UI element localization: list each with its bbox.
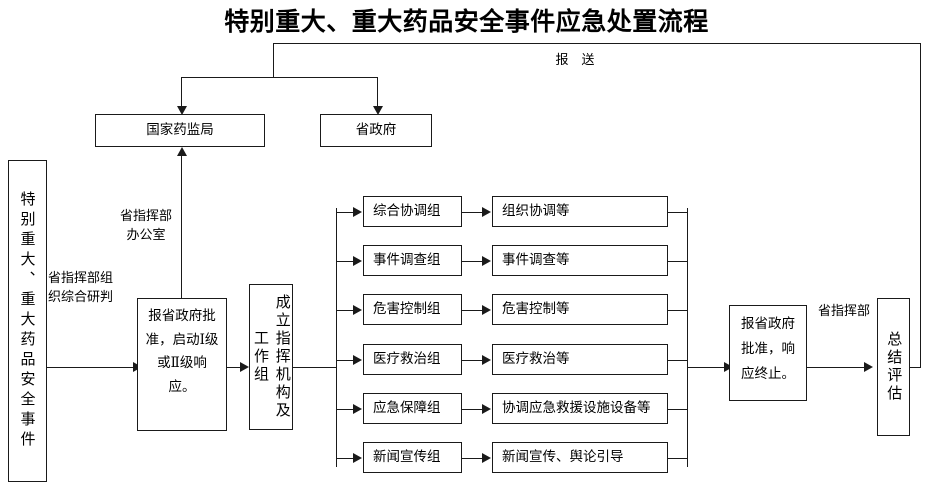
edge-label-hq-right: 省指挥部 [817, 304, 870, 319]
node-group-1[interactable]: 综合协调组 [363, 196, 462, 227]
arrow-right-action [482, 404, 491, 414]
node-report-end[interactable]: 报省政府批准，响应终止。 [729, 305, 807, 401]
arrow-right-action [482, 207, 491, 217]
edge-bus-to-group [336, 360, 353, 361]
report-route-vertical-drop [273, 43, 274, 78]
arrow-right-group [353, 404, 362, 414]
node-action-5[interactable]: 协调应急救援设施设备等 [492, 393, 668, 424]
edge-action-to-bus [668, 310, 688, 311]
node-national-mpa[interactable]: 国家药监局 [95, 114, 265, 147]
arrow-right-report-end [724, 362, 733, 372]
edge-group-to-action [462, 310, 482, 311]
node-group-5[interactable]: 应急保障组 [363, 393, 462, 424]
arrow-down-national-mpa [177, 106, 187, 115]
node-action-3[interactable]: 危害控制等 [492, 294, 668, 325]
edge-action-to-bus [668, 409, 688, 410]
arrow-right-action [482, 355, 491, 365]
edge-report-end-to-summary [807, 367, 868, 368]
edge-group-to-action [462, 212, 482, 213]
edge-bus-to-group [336, 458, 353, 459]
node-action-2[interactable]: 事件调查等 [492, 245, 668, 276]
edge-bus-to-group [336, 212, 353, 213]
node-source-event[interactable]: 特别重大、重大药品安全事件 [8, 160, 47, 482]
edge-bus-to-group [336, 310, 353, 311]
arrow-right-summary-eval [864, 362, 873, 372]
arrow-right-group [353, 305, 362, 315]
node-report-start[interactable]: 报省政府批准，启动Ⅰ级或Ⅱ级响应。 [137, 298, 227, 431]
edge-group-to-action [462, 458, 482, 459]
action-converge-bus [687, 208, 688, 467]
arrow-right-action [482, 305, 491, 315]
edge-action-to-bus [668, 360, 688, 361]
edge-report-start-to-mpa [181, 156, 182, 298]
arrow-right-group [353, 355, 362, 365]
feedback-route-horizontal [910, 367, 921, 368]
node-action-4[interactable]: 医疗救治等 [492, 344, 668, 375]
arrow-right-action [482, 453, 491, 463]
feedback-route-vertical [920, 43, 921, 368]
edge-report-start-to-establish [227, 367, 244, 368]
arrow-down-provincial-gov [373, 106, 383, 115]
edge-group-to-action [462, 261, 482, 262]
edge-action-to-bus [668, 212, 688, 213]
arrow-right-group [353, 453, 362, 463]
node-action-1[interactable]: 组织协调等 [492, 196, 668, 227]
node-group-4[interactable]: 医疗救治组 [363, 344, 462, 375]
edge-bus-to-report-end [687, 367, 728, 368]
group-fanout-bus [336, 208, 337, 467]
edge-group-to-action [462, 360, 482, 361]
arrow-right-group [353, 207, 362, 217]
report-branch-provincial-gov [377, 77, 378, 108]
node-action-6[interactable]: 新闻宣传、舆论引导 [492, 442, 668, 473]
node-group-3[interactable]: 危害控制组 [363, 294, 462, 325]
edge-group-to-action [462, 409, 482, 410]
arrow-right-group [353, 256, 362, 266]
node-group-2[interactable]: 事件调查组 [363, 245, 462, 276]
edge-label-hq-research: 省指挥部组 织综合研判 [48, 271, 114, 305]
edge-establish-to-bus [293, 367, 336, 368]
report-route-top-horizontal [273, 43, 921, 44]
node-group-6[interactable]: 新闻宣传组 [363, 442, 462, 473]
arrow-right-establish-org [240, 362, 249, 372]
arrow-up-national-mpa [177, 147, 187, 156]
edge-bus-to-group [336, 409, 353, 410]
edge-label-report: 报 送 [555, 53, 595, 68]
edge-label-hq-office: 省指挥部 办公室 [119, 209, 172, 243]
arrow-right-action [482, 256, 491, 266]
report-route-distribution-bar [181, 77, 378, 78]
node-summary-eval[interactable]: 总结评估 [877, 298, 910, 436]
edge-source-to-report-start [47, 367, 135, 368]
node-provincial-gov[interactable]: 省政府 [320, 114, 432, 147]
edge-bus-to-group [336, 261, 353, 262]
report-branch-national-mpa [181, 77, 182, 108]
page-title: 特别重大、重大药品安全事件应急处置流程 [224, 7, 709, 36]
node-establish-org[interactable]: 成立指挥机构及工作组 [249, 284, 293, 430]
edge-action-to-bus [668, 261, 688, 262]
edge-action-to-bus [668, 458, 688, 459]
